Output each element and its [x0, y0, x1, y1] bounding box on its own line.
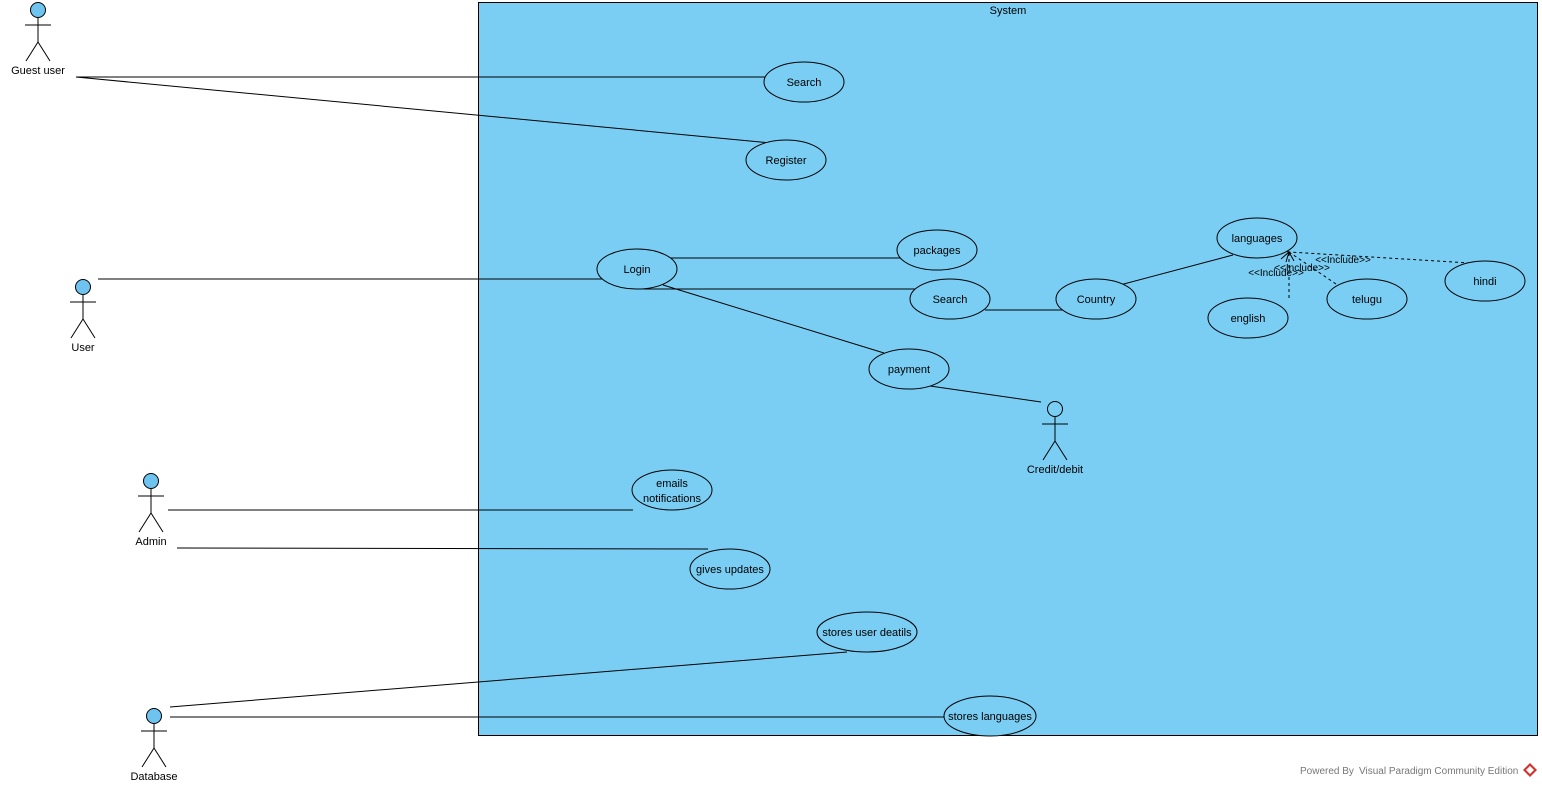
usecase-register[interactable]: [745, 139, 827, 181]
actor-guest-user[interactable]: [25, 2, 51, 62]
actor-credit-debit[interactable]: [1042, 401, 1068, 461]
actor-guest-user-label: Guest user: [11, 65, 65, 77]
assoc-database-stores-user: [169, 651, 848, 708]
usecase-telugu-label: telugu: [1352, 294, 1382, 306]
usecase-stores-languages-label: stores languages: [948, 711, 1032, 723]
include-label: <<Include>>: [1248, 268, 1304, 279]
usecase-search-user-label: Search: [933, 294, 968, 306]
usecase-search-guest-label: Search: [787, 77, 822, 89]
usecase-languages-label: languages: [1232, 233, 1283, 245]
usecase-country[interactable]: [1055, 278, 1137, 320]
usecase-emails-label-line1: emails: [656, 478, 688, 490]
usecase-country-label: Country: [1077, 294, 1116, 306]
usecase-payment-label: payment: [888, 364, 930, 376]
assoc-admin-updates: [176, 547, 709, 550]
assoc-guest-register: [75, 76, 772, 144]
usecase-login-label: Login: [624, 264, 651, 276]
actor-database-label: Database: [130, 771, 177, 783]
usecase-hindi[interactable]: [1444, 260, 1526, 302]
actor-user-label: User: [71, 342, 95, 354]
usecase-stores-user-details[interactable]: [816, 611, 918, 653]
actor-credit-debit-label: Credit/debit: [1027, 464, 1083, 476]
include-label: <<Include>>: [1315, 255, 1371, 266]
usecase-packages[interactable]: [896, 229, 978, 271]
usecase-stores-languages[interactable]: [943, 695, 1037, 737]
usecase-hindi-label: hindi: [1473, 276, 1496, 288]
actor-admin[interactable]: [138, 473, 164, 533]
include-label: <<Include>>: [1274, 263, 1330, 274]
usecase-login[interactable]: [596, 248, 678, 290]
actor-admin-label: Admin: [135, 536, 166, 548]
footer-edition: Visual Paradigm Community Edition: [1359, 766, 1518, 777]
assoc-country-languages: [1119, 254, 1234, 286]
usecase-emails-notifications[interactable]: [631, 469, 713, 511]
usecase-gives-updates[interactable]: [689, 548, 771, 590]
include-hindi-languages: [1288, 251, 1471, 264]
actor-database[interactable]: [141, 708, 167, 768]
actor-user[interactable]: [70, 279, 96, 339]
visual-paradigm-logo-icon: [1523, 763, 1537, 777]
assoc-payment-credit: [929, 385, 1042, 403]
usecase-search-user[interactable]: [909, 278, 991, 320]
usecase-register-label: Register: [766, 155, 807, 167]
assoc-login-payment: [662, 284, 885, 354]
usecase-english[interactable]: [1207, 297, 1289, 339]
usecase-stores-user-label: stores user deatils: [822, 627, 912, 639]
include-arrowhead: [1285, 250, 1295, 263]
system-boundary: [478, 2, 1538, 736]
system-title: System: [990, 5, 1027, 17]
usecase-payment[interactable]: [868, 348, 950, 390]
usecase-packages-label: packages: [913, 245, 961, 257]
usecase-languages[interactable]: [1216, 217, 1298, 259]
usecase-telugu[interactable]: [1326, 278, 1408, 320]
usecase-emails-label-line2: notifications: [643, 493, 702, 505]
footer-powered-by: Powered By: [1300, 766, 1354, 777]
usecase-english-label: english: [1231, 313, 1266, 325]
usecase-gives-updates-label: gives updates: [696, 564, 764, 576]
usecase-search-guest[interactable]: [763, 61, 845, 103]
